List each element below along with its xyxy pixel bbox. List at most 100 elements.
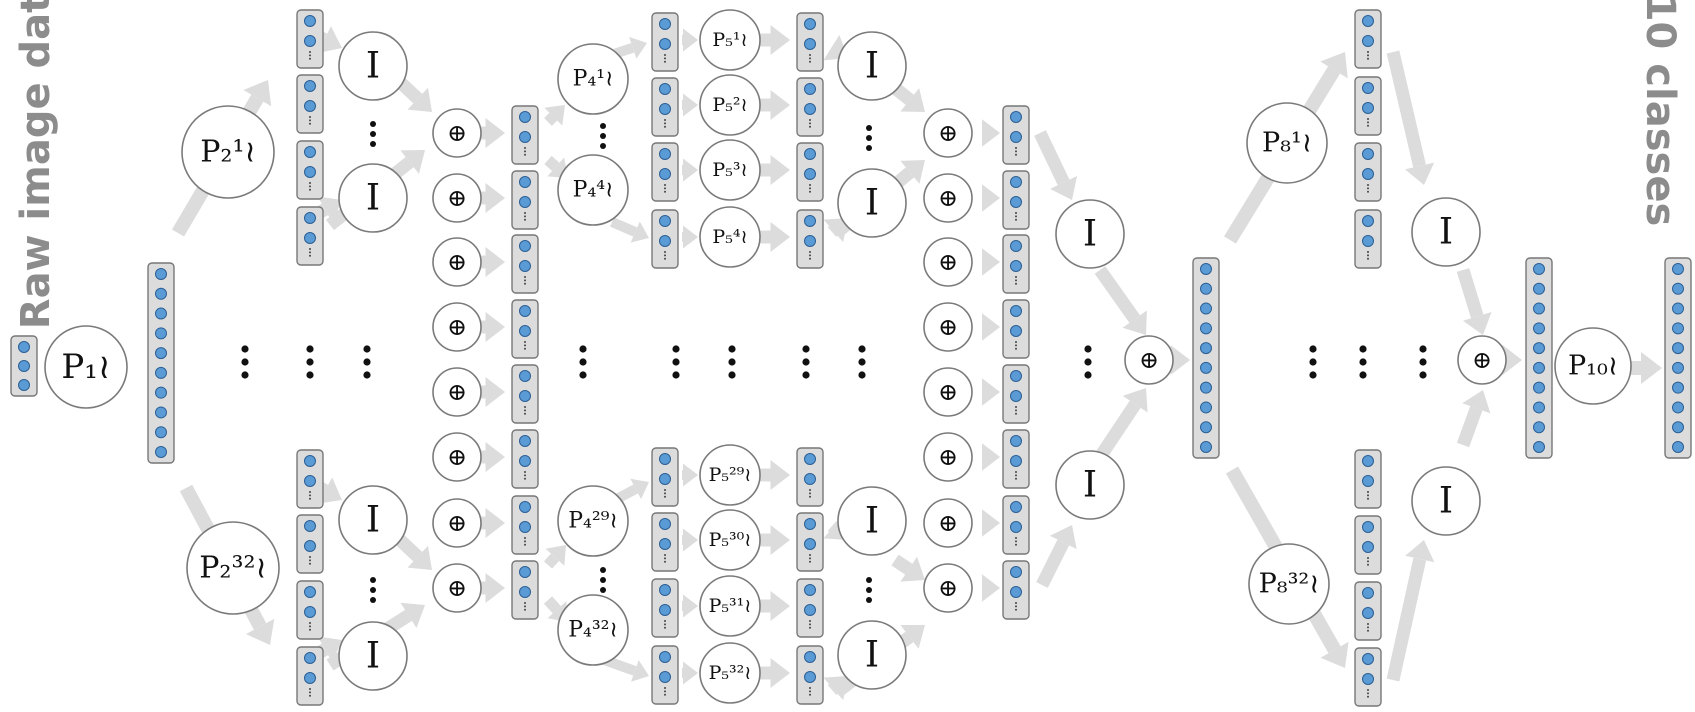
feature-vector-29 (796, 209, 824, 269)
arrow-59 (1094, 266, 1147, 335)
feature-vector-38 (1002, 364, 1030, 424)
node-sum-right-5: ⊕ (923, 367, 973, 417)
node-p5-32: P₅³²≀ (699, 642, 761, 704)
node-sum-right-6: ⊕ (923, 432, 973, 482)
arrow-6 (395, 77, 432, 112)
node-sum-left-2-circle (432, 173, 482, 223)
node-sum-left-4-label: ⊕ (447, 313, 467, 341)
neuron-dot (1010, 325, 1022, 337)
node-sum-right-2-circle (923, 173, 973, 223)
neuron-dot (1533, 381, 1545, 394)
neuron-dot (155, 406, 167, 419)
feature-vector-14 (511, 364, 539, 424)
node-sum-left-7-label: ⊕ (447, 509, 467, 537)
feature-vector-7 (296, 514, 324, 574)
vertical-ellipsis-11 (600, 567, 606, 593)
node-p4-29-circle (557, 485, 629, 557)
node-sum-right-3: ⊕ (923, 237, 973, 287)
neuron-dot (519, 305, 531, 317)
node-p5-2-circle (699, 74, 761, 136)
neuron-dot (804, 671, 816, 683)
node-sum-left-5: ⊕ (432, 367, 482, 417)
neuron-dot (1362, 35, 1374, 47)
vertical-ellipsis-17 (1419, 345, 1427, 379)
neuron-dot (519, 240, 531, 252)
node-identity-11-label: I (1439, 212, 1453, 253)
feature-vector-6 (296, 449, 324, 509)
node-p8-1-circle (1246, 102, 1328, 184)
arrow-31 (758, 155, 790, 185)
neuron-dot (304, 606, 316, 618)
node-sum-right-1-circle (923, 108, 973, 158)
neuron-dot (1200, 401, 1212, 414)
neuron-dot (155, 446, 167, 458)
arrow-40 (682, 661, 698, 685)
node-sum-left-5-label: ⊕ (447, 378, 467, 406)
arrow-36 (682, 528, 698, 552)
neuron-dot (155, 366, 167, 379)
node-identity-2-circle (338, 163, 408, 233)
vertical-ellipsis-12 (866, 125, 872, 151)
node-identity-7-circle (837, 486, 907, 556)
neuron-dot (519, 111, 531, 123)
vertical-ellipsis-13 (866, 577, 872, 603)
node-p5-3-circle (699, 139, 761, 201)
arrow-58 (1034, 130, 1078, 200)
node-p5-30-label: P₅³⁰≀ (709, 529, 752, 551)
neuron-dot (519, 196, 531, 208)
arrow-29 (758, 90, 790, 120)
vertical-ellipsis-1 (306, 345, 314, 379)
node-sum-center-circle (1124, 335, 1174, 385)
feature-vector-19 (651, 77, 679, 137)
feature-vector-23 (651, 512, 679, 572)
neuron-dot (804, 453, 816, 465)
node-sum-left-6-label: ⊕ (447, 443, 467, 471)
feature-vector-44 (1354, 76, 1382, 136)
neuron-dot (659, 83, 671, 95)
node-identity-9-label: I (1083, 214, 1097, 255)
neuron-dot (1010, 435, 1022, 447)
node-sum-right-2-label: ⊕ (938, 184, 958, 212)
neuron-dot (1533, 401, 1545, 414)
node-p2-32-circle (186, 521, 280, 615)
neuron-dot (304, 232, 316, 244)
node-sum-right-8-circle (923, 563, 973, 613)
node-sum-right-7: ⊕ (923, 498, 973, 548)
neuron-dot (304, 166, 316, 178)
neuron-dot (1362, 653, 1374, 665)
feature-vector-34 (1002, 105, 1030, 165)
neuron-dot (659, 168, 671, 180)
neuron-dot (519, 501, 531, 513)
neuron-dot (1200, 441, 1212, 453)
neuron-dot (1010, 260, 1022, 272)
node-p4-29-label: P₄²⁹≀ (568, 509, 618, 534)
arrow-28 (682, 93, 698, 117)
node-identity-10: I (1055, 450, 1125, 520)
feature-vector-30 (796, 447, 824, 507)
neuron-dot (1362, 587, 1374, 599)
neuron-dot (659, 38, 671, 50)
feature-vector-27 (796, 77, 824, 137)
vertical-ellipsis-10 (600, 123, 606, 149)
node-sum-left-6: ⊕ (432, 432, 482, 482)
neuron-dot (1362, 102, 1374, 114)
neuron-dot (1533, 322, 1545, 335)
node-identity-4: I (338, 621, 408, 691)
arrow-33 (758, 222, 790, 252)
node-p5-30: P₅³⁰≀ (699, 509, 761, 571)
node-identity-3-label: I (366, 500, 380, 541)
arrow-27 (758, 25, 790, 55)
neuron-dot (155, 347, 167, 360)
neuron-dot (1533, 342, 1545, 355)
node-identity-8-label: I (865, 635, 879, 676)
arrow-35 (758, 460, 790, 490)
neuron-dot (1362, 673, 1374, 685)
vertical-ellipsis-5 (579, 345, 587, 379)
node-p1: P₁≀ (44, 325, 128, 409)
neuron-dot (519, 435, 531, 447)
node-sum-left-8-label: ⊕ (447, 574, 467, 602)
arrow-60 (1036, 525, 1077, 588)
neuron-dot (1010, 240, 1022, 252)
neuron-dot (1672, 401, 1684, 414)
feature-vector-32 (796, 578, 824, 638)
